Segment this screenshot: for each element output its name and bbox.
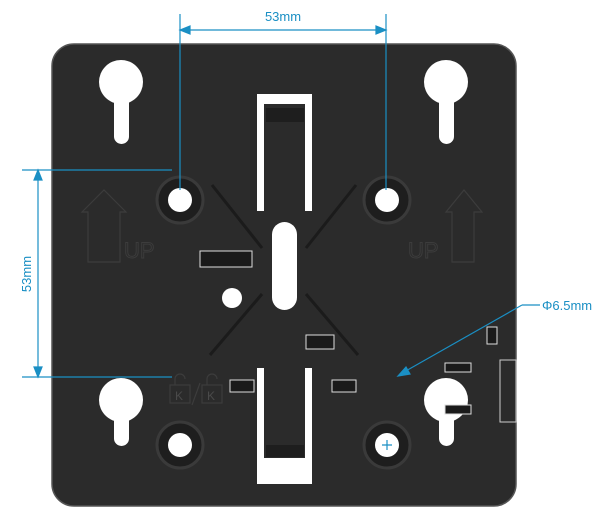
lock-label-a: K [175,389,183,403]
up-label-right: UP [408,238,439,263]
mounting-hole-top-right [362,175,412,225]
dimension-lines [22,14,540,379]
bottom-slot [257,368,312,484]
mounting-hole-bottom-right [362,420,412,470]
crosshair-icon [382,440,392,450]
keyhole-top-left [99,60,143,144]
up-arrow-left-icon [80,189,128,263]
keyhole-top-right [424,60,468,144]
side-clip [499,359,517,423]
arrowhead-icon [33,366,43,379]
lock-label-b: K [207,389,215,403]
arrowhead-icon [396,365,411,377]
rect-cutouts [199,250,498,415]
mounting-holes [155,175,412,470]
arrowhead-icon [375,25,388,35]
up-arrow-right-icon [444,189,484,263]
center-oval-slot [272,222,297,310]
top-slot [257,94,312,211]
diagonal-ribs [208,184,360,356]
small-hole [222,288,242,308]
arrowhead-icon [33,168,43,181]
vertical-dimension-label: 53mm [19,256,34,292]
hole-diameter-label: Φ6.5mm [542,298,592,313]
keyhole-slots [99,60,468,446]
horizontal-dimension-label: 53mm [265,9,301,24]
mounting-hole-bottom-left [155,420,205,470]
mounting-hole-top-left [155,175,205,225]
arrowhead-icon [178,25,191,35]
lock-icons [169,373,223,406]
keyhole-bottom-left [99,378,143,446]
up-label-left: UP [124,238,155,263]
